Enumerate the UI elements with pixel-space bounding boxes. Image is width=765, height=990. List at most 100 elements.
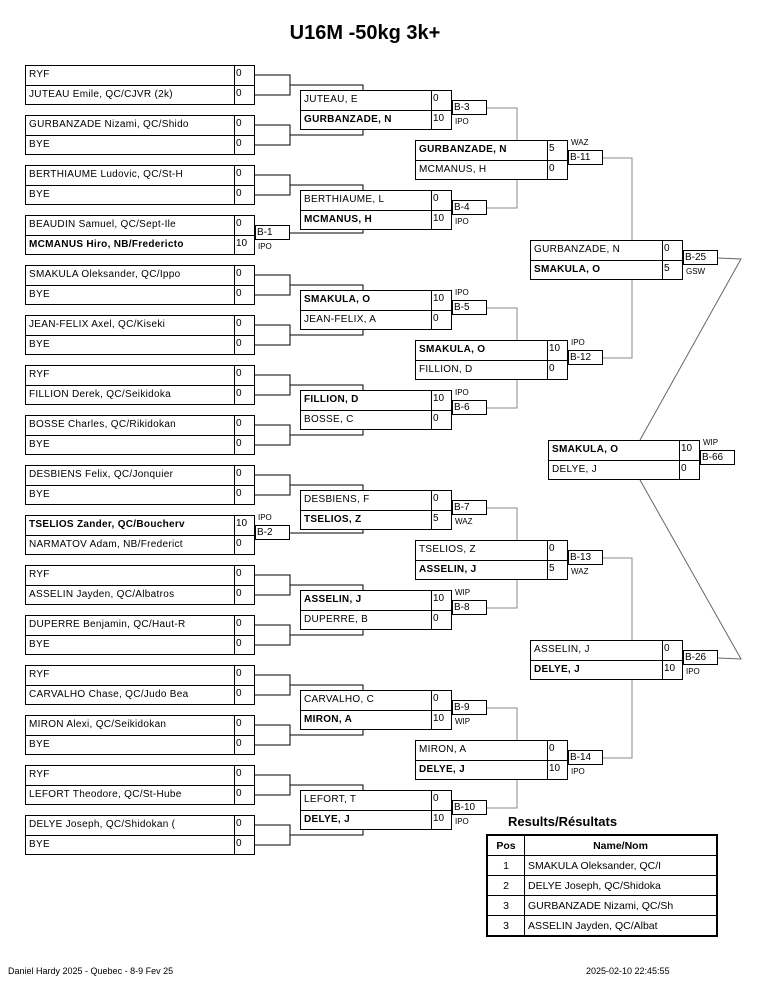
competitor-name[interactable]: BYE — [29, 339, 50, 350]
competitor-name[interactable]: TSELIOS, Z — [419, 544, 476, 555]
competitor-name[interactable]: CARVALHO Chase, QC/Judo Bea — [29, 689, 189, 700]
match-number[interactable]: B-8 — [452, 600, 487, 615]
competitor-name[interactable]: RYF — [29, 669, 50, 680]
competitor-name[interactable]: BYE — [29, 839, 50, 850]
competitor-name[interactable]: GURBANZADE Nizami, QC/Shido — [29, 119, 189, 130]
match-number[interactable]: B-10 — [452, 800, 487, 815]
connector-line — [639, 257, 742, 441]
competitor-name[interactable]: MIRON, A — [304, 714, 353, 725]
competitor-score: 0 — [234, 415, 254, 435]
competitor-name[interactable]: CARVALHO, C — [304, 694, 375, 705]
competitor-score: 0 — [234, 85, 254, 105]
connector-line — [255, 474, 291, 496]
competitor-name[interactable]: BYE — [29, 439, 50, 450]
competitor-name[interactable]: DUPERRE, B — [304, 614, 369, 625]
competitor-name[interactable]: BYE — [29, 639, 50, 650]
competitor-name[interactable]: SMAKULA, O — [534, 264, 601, 275]
competitor-name[interactable]: BOSSE, C — [304, 414, 354, 425]
match-number[interactable]: B-11 — [568, 150, 603, 165]
match-number[interactable]: B-6 — [452, 400, 487, 415]
competitor-name[interactable]: BYE — [29, 489, 50, 500]
match-number[interactable]: B-3 — [452, 100, 487, 115]
competitor-name[interactable]: GURBANZADE, N — [534, 244, 621, 255]
competitor-name[interactable]: BERTHIAUME, L — [304, 194, 385, 205]
competitor-name[interactable]: BYE — [29, 739, 50, 750]
competitor-name[interactable]: MCMANUS Hiro, NB/Fredericto — [29, 239, 184, 250]
competitor-name[interactable]: JUTEAU Emile, QC/CJVR (2k) — [29, 89, 173, 100]
competitor-name[interactable]: BYE — [29, 189, 50, 200]
match-number[interactable]: B-25 — [683, 250, 718, 265]
competitor-score: 0 — [431, 410, 451, 430]
match-number[interactable]: B-4 — [452, 200, 487, 215]
competitor-name[interactable]: BYE — [29, 289, 50, 300]
competitor-name[interactable]: ASSELIN, J — [419, 564, 477, 575]
competitor-name[interactable]: BERTHIAUME Ludovic, QC/St-H — [29, 169, 184, 180]
competitor-name[interactable]: BYE — [29, 139, 50, 150]
competitor-name[interactable]: MCMANUS, H — [304, 214, 372, 225]
row-divider — [26, 635, 254, 636]
match-number[interactable]: B-13 — [568, 550, 603, 565]
results-header-pos: Pos — [486, 834, 525, 856]
competitor-name[interactable]: SMAKULA Oleksander, QC/Ippo — [29, 269, 181, 280]
competitor-name[interactable]: SMAKULA, O — [419, 344, 486, 355]
competitor-name[interactable]: JUTEAU, E — [304, 94, 358, 105]
competitor-name[interactable]: NARMATOV Adam, NB/Frederict — [29, 539, 183, 550]
competitor-name[interactable]: MIRON, A — [419, 744, 467, 755]
competitor-name[interactable]: MCMANUS, H — [419, 164, 487, 175]
match-number[interactable]: B-9 — [452, 700, 487, 715]
competitor-name[interactable]: DELYE, J — [419, 764, 465, 775]
competitor-name[interactable]: RYF — [29, 69, 50, 80]
competitor-name[interactable]: DELYE, J — [534, 664, 580, 675]
match-number[interactable]: B-26 — [683, 650, 718, 665]
competitor-name[interactable]: FILLION, D — [419, 364, 473, 375]
competitor-name[interactable]: DESBIENS, F — [304, 494, 370, 505]
competitor-score: 0 — [234, 115, 254, 135]
match-number[interactable]: B-66 — [700, 450, 735, 465]
competitor-name[interactable]: LEFORT, T — [304, 794, 357, 805]
results-header-name: Name/Nom — [524, 834, 718, 856]
competitor-name[interactable]: GURBANZADE, N — [419, 144, 507, 155]
competitor-name[interactable]: DELYE, J — [552, 464, 598, 475]
competitor-name[interactable]: LEFORT Theodore, QC/St-Hube — [29, 789, 182, 800]
match-number[interactable]: B-14 — [568, 750, 603, 765]
match-number[interactable]: B-1 — [255, 225, 290, 240]
connector-line — [487, 580, 518, 609]
win-type: IPO — [571, 338, 585, 347]
competitor-name[interactable]: JEAN-FELIX, A — [304, 314, 377, 325]
match-number[interactable]: B-2 — [255, 525, 290, 540]
match-number[interactable]: B-12 — [568, 350, 603, 365]
competitor-name[interactable]: MIRON Alexi, QC/Seikidokan — [29, 719, 167, 730]
row-divider — [26, 485, 254, 486]
competitor-name[interactable]: JEAN-FELIX Axel, QC/Kiseki — [29, 319, 166, 330]
competitor-name[interactable]: DELYE, J — [304, 814, 350, 825]
competitor-name[interactable]: FILLION Derek, QC/Seikidoka — [29, 389, 172, 400]
competitor-name[interactable]: TSELIOS Zander, QC/Boucherv — [29, 519, 185, 530]
competitor-name[interactable]: GURBANZADE, N — [304, 114, 392, 125]
match-number[interactable]: B-7 — [452, 500, 487, 515]
competitor-name[interactable]: SMAKULA, O — [552, 444, 619, 455]
competitor-name[interactable]: RYF — [29, 369, 50, 380]
competitor-name[interactable]: DUPERRE Benjamin, QC/Haut-R — [29, 619, 186, 630]
match-number[interactable]: B-5 — [452, 300, 487, 315]
results-pos: 3 — [486, 895, 525, 916]
competitor-name[interactable]: BOSSE Charles, QC/Rikidokan — [29, 419, 177, 430]
competitor-name[interactable]: RYF — [29, 569, 50, 580]
competitor-name[interactable]: DELYE Joseph, QC/Shidokan ( — [29, 819, 176, 830]
competitor-name[interactable]: ASSELIN, J — [534, 644, 590, 655]
competitor-name[interactable]: BEAUDIN Samuel, QC/Sept-Ile — [29, 219, 177, 230]
win-type: GSW — [686, 267, 706, 276]
competitor-score: 0 — [547, 540, 567, 560]
competitor-name[interactable]: ASSELIN, J — [304, 594, 362, 605]
row-divider — [549, 460, 699, 461]
competitor-name[interactable]: DESBIENS Felix, QC/Jonquier — [29, 469, 174, 480]
competitor-name[interactable]: RYF — [29, 769, 50, 780]
competitor-name[interactable]: TSELIOS, Z — [304, 514, 362, 525]
competitor-name[interactable]: ASSELIN Jayden, QC/Albatros — [29, 589, 175, 600]
competitor-name[interactable]: SMAKULA, O — [304, 294, 371, 305]
competitor-name[interactable]: FILLION, D — [304, 394, 359, 405]
